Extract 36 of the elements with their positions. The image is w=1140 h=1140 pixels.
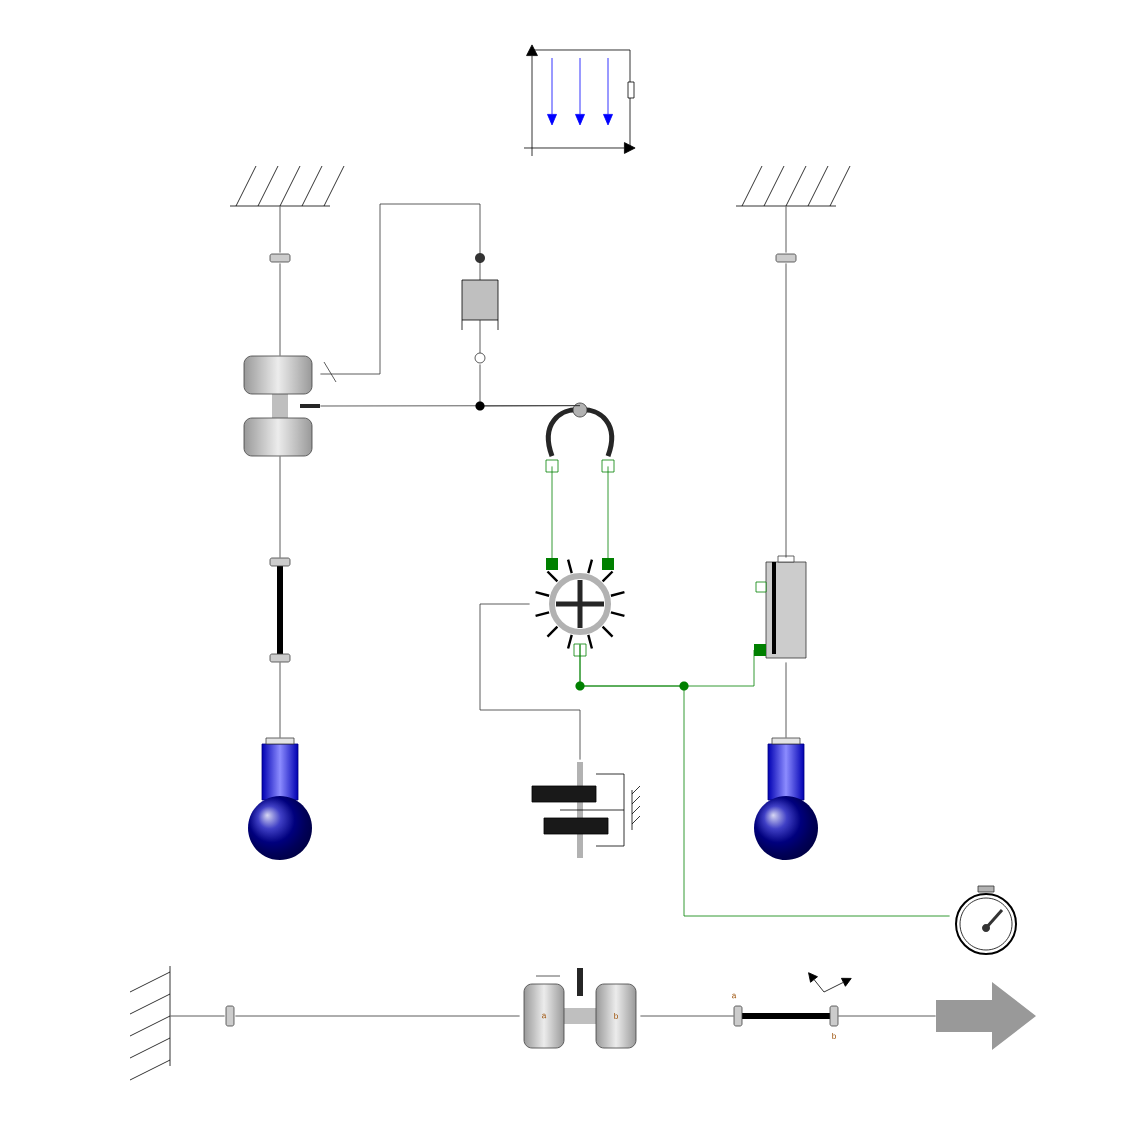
mass-ball	[754, 737, 818, 860]
toothed-wheel	[546, 558, 614, 657]
damper-symbol	[461, 253, 499, 364]
ground-hatch	[129, 965, 171, 1081]
connector-line	[785, 206, 787, 253]
connector-line	[279, 662, 281, 738]
connector-line	[838, 1015, 936, 1017]
world-frame-icon	[523, 44, 636, 157]
connector-line	[479, 364, 581, 407]
connector-line	[785, 662, 787, 738]
connector-line	[579, 644, 950, 917]
connector-line	[640, 1015, 734, 1017]
joint-pin	[225, 1005, 235, 1027]
connector-line	[170, 1015, 225, 1017]
connector-line	[235, 1015, 520, 1017]
force-arrow	[936, 982, 1036, 1050]
connector-line	[279, 206, 281, 253]
rod	[733, 972, 852, 1027]
wheel-pair	[243, 355, 337, 457]
connector-line	[279, 456, 281, 558]
connector-line	[785, 263, 787, 558]
joint-pin	[775, 253, 797, 263]
joint-pin	[269, 253, 291, 263]
connector-line	[479, 603, 581, 760]
connector-line	[279, 263, 281, 356]
clamp-sensor	[545, 402, 615, 473]
connector-line	[607, 466, 609, 564]
mass-ball	[248, 737, 312, 860]
ground-hatch	[229, 165, 345, 207]
stopwatch-icon	[955, 885, 1017, 955]
gear-pair	[531, 762, 641, 858]
connector-line	[551, 466, 553, 564]
slider-block	[754, 555, 807, 659]
connector-line	[320, 203, 481, 375]
rod	[269, 557, 291, 663]
ground-hatch	[735, 165, 851, 207]
